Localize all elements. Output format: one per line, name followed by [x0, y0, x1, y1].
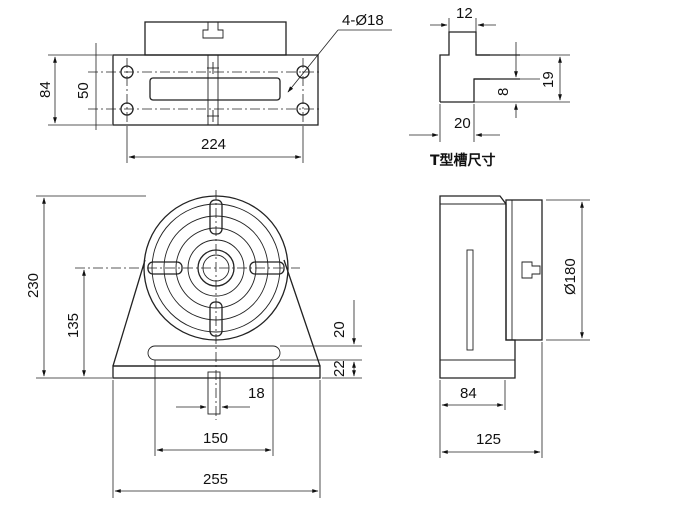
side-view-table	[505, 199, 543, 341]
top-view-key	[202, 22, 224, 39]
dim-front-height: 230	[25, 273, 42, 298]
side-view-slot	[466, 249, 474, 351]
side-view-key	[521, 261, 541, 279]
dim-table-diameter: Ø180	[562, 258, 579, 295]
dim-base-height: 22	[331, 360, 348, 377]
dim-side-base: 84	[460, 385, 477, 402]
t-slot-caption: T型槽尺寸	[430, 152, 496, 169]
dim-slot-width: 20	[454, 115, 471, 132]
dim-slot-span: 150	[203, 430, 228, 447]
dim-top-width: 224	[201, 136, 226, 153]
dim-center-height: 135	[65, 313, 82, 338]
t-slot-profile-right	[474, 54, 520, 80]
front-view-key	[207, 371, 221, 415]
top-view: 84 50 224 4-Ø18	[37, 12, 392, 163]
front-view-base	[112, 365, 321, 379]
front-view-slot	[147, 345, 281, 361]
dim-hole-callout: 4-Ø18	[342, 12, 384, 29]
side-view: Ø180 84 125	[439, 195, 590, 458]
dim-side-total: 125	[476, 431, 501, 448]
top-view-table-body	[144, 21, 287, 56]
top-view-slot	[149, 77, 281, 101]
t-slot-profile-left	[439, 31, 490, 102]
dim-slot-offset: 20	[331, 321, 348, 338]
t-slot-profile-bottom	[440, 78, 490, 103]
top-view-base-plate	[112, 54, 319, 126]
dim-base-width: 255	[203, 471, 228, 488]
dim-top-height-inner: 50	[75, 82, 92, 99]
dim-top-height-outer: 84	[37, 81, 54, 98]
side-view-body	[439, 195, 516, 379]
dim-slot-top: 12	[456, 5, 473, 22]
top-view-keyway	[207, 54, 219, 126]
front-view: 230 135 20 22 18 150 255	[25, 190, 362, 498]
front-view-bracket	[112, 259, 321, 367]
t-slot-detail: 12 8 19 20 T型槽尺寸	[409, 5, 570, 169]
dim-slot-depth: 19	[540, 71, 557, 88]
dim-key-width: 18	[248, 385, 265, 402]
dim-slot-neck: 8	[495, 88, 512, 96]
